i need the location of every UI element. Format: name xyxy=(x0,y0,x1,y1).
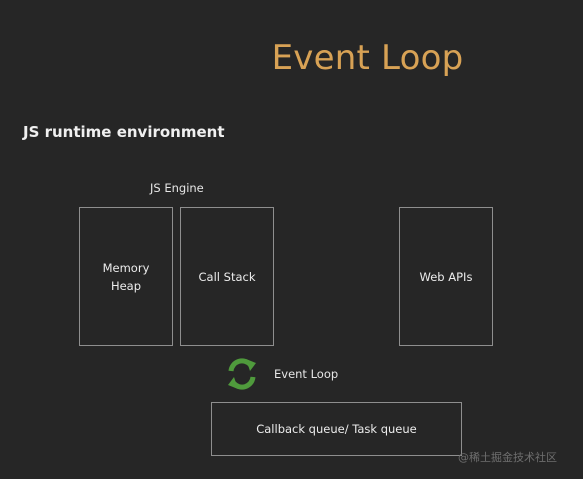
js-engine-label: JS Engine xyxy=(150,181,204,195)
web-apis-label: Web APIs xyxy=(419,269,473,284)
callback-queue-box: Callback queue/ Task queue xyxy=(211,402,462,456)
slide-title: Event Loop xyxy=(271,38,464,78)
runtime-environment-heading: JS runtime environment xyxy=(23,123,225,141)
web-apis-box: Web APIs xyxy=(399,207,493,346)
memory-heap-label: Memory Heap xyxy=(102,260,150,293)
callback-queue-label: Callback queue/ Task queue xyxy=(256,422,417,436)
watermark: @稀土掘金技术社区 xyxy=(458,451,557,464)
call-stack-box: Call Stack xyxy=(180,207,274,346)
call-stack-label: Call Stack xyxy=(198,269,256,284)
memory-heap-box: Memory Heap xyxy=(79,207,173,346)
event-loop-label: Event Loop xyxy=(274,367,339,381)
refresh-cycle-icon xyxy=(224,356,260,392)
